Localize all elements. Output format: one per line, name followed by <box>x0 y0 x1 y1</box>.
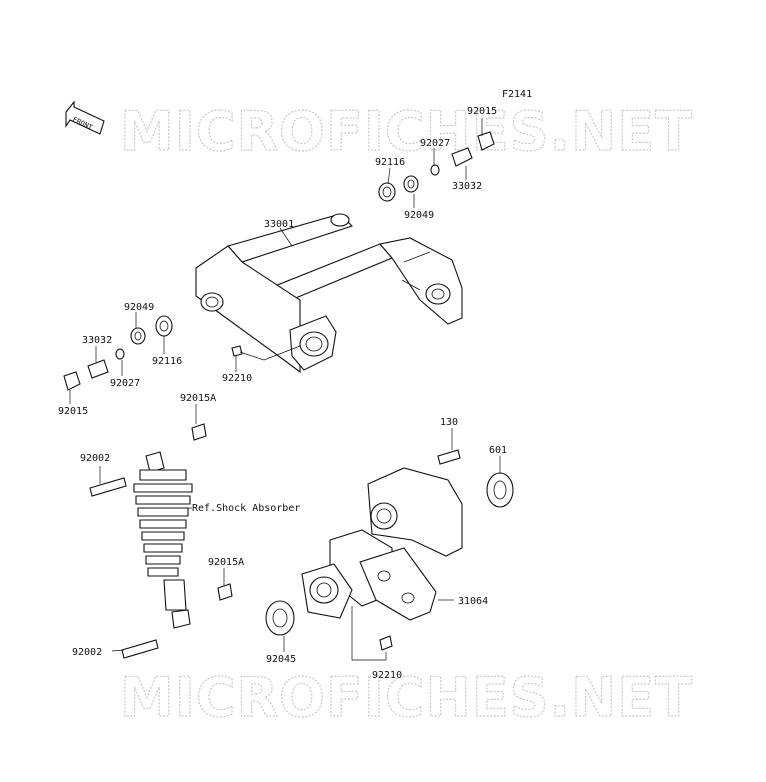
hub-drawing <box>265 449 514 651</box>
reference-note: Ref.Shock Absorber <box>192 503 300 514</box>
part-label: 92116 <box>375 157 405 168</box>
part-label: 33001 <box>264 219 294 230</box>
part-label: 92002 <box>80 453 110 464</box>
part-label: 92210 <box>372 670 402 681</box>
part-label: 92210 <box>222 373 252 384</box>
swing-arm-drawing <box>195 213 463 374</box>
leader-lines <box>69 118 501 661</box>
part-labels: 92015 92027 92116 33032 92049 33001 9204… <box>58 106 507 681</box>
part-label: 92015A <box>208 557 244 568</box>
shock-absorber-drawing <box>89 423 233 659</box>
part-label: 92049 <box>124 302 154 313</box>
part-label: 92015 <box>467 106 497 117</box>
part-label: 601 <box>489 445 507 456</box>
part-label: 92015A <box>180 393 216 404</box>
figure-code: F2141 <box>502 89 532 100</box>
watermark-bottom: MICROFICHES.NET <box>120 666 693 729</box>
part-label: 92027 <box>110 378 140 389</box>
part-label: 31064 <box>458 596 488 607</box>
part-label: 92015 <box>58 406 88 417</box>
part-label: 92002 <box>72 647 102 658</box>
part-label: 130 <box>440 417 458 428</box>
part-label: 33032 <box>82 335 112 346</box>
part-label: 92045 <box>266 654 296 665</box>
left-bearing-parts <box>63 315 243 391</box>
part-label: 92027 <box>420 138 450 149</box>
watermark-top: MICROFICHES.NET <box>120 100 693 163</box>
part-label: 92049 <box>404 210 434 221</box>
part-label: 92116 <box>152 356 182 367</box>
part-label: 33032 <box>452 181 482 192</box>
front-arrow-icon: FRONT <box>65 100 105 135</box>
top-bearing-parts <box>378 131 495 202</box>
